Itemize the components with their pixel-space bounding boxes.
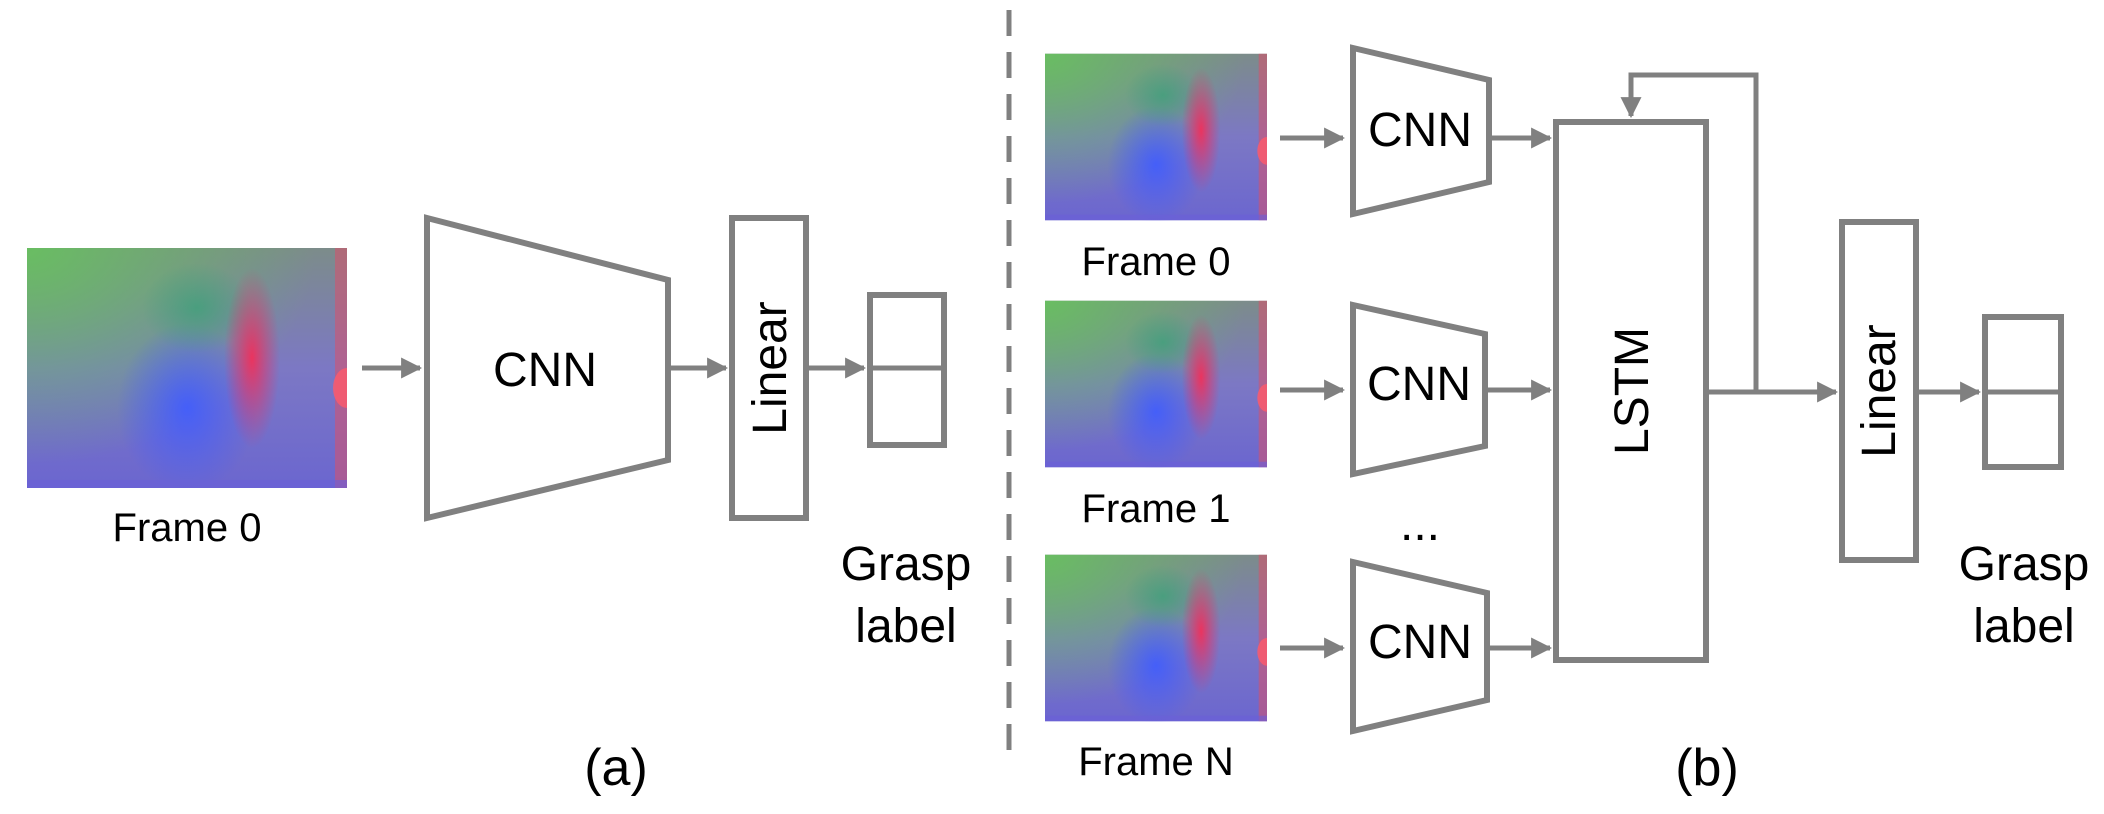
frame-label: Frame 1 <box>1082 487 1231 531</box>
panel-b: Frame 0 Frame 1 Frame N CNN CNN CNN ... … <box>1045 44 2090 797</box>
cnn-label: CNN <box>493 344 597 397</box>
linear-block <box>729 215 809 521</box>
tactile-image-frame-1 <box>1045 300 1267 468</box>
tactile-image-frame-n <box>1045 554 1267 722</box>
panel-b-caption: (b) <box>1675 739 1739 797</box>
lstm-label: LSTM <box>1606 327 1659 455</box>
linear-label: Linear <box>1853 324 1906 457</box>
cnn-block <box>1350 44 1492 218</box>
cnn-label: CNN <box>1368 104 1472 157</box>
output-label-line1: Grasp <box>1959 538 2090 591</box>
cnn-block <box>424 214 671 522</box>
output-label-line2: label <box>1973 600 2074 653</box>
panel-a: Frame 0 CNN Linear Grasp label (a) <box>27 214 972 797</box>
linear-block <box>1839 219 1919 563</box>
tactile-image-frame-0 <box>27 248 347 488</box>
linear-label: Linear <box>744 301 797 434</box>
frame-label: Frame 0 <box>1082 240 1231 284</box>
lstm-block <box>1553 119 1709 663</box>
cnn-label: CNN <box>1367 358 1471 411</box>
ellipsis: ... <box>1400 498 1440 551</box>
lstm-recurrent-loop <box>1620 72 1759 392</box>
output-label-line1: Grasp <box>841 538 972 591</box>
frame-label: Frame N <box>1078 740 1234 784</box>
cnn-label: CNN <box>1368 616 1472 669</box>
tactile-image-frame-0 <box>1045 53 1267 221</box>
panel-a-caption: (a) <box>584 739 648 797</box>
cnn-block <box>1350 558 1490 735</box>
cnn-block <box>1350 301 1488 478</box>
output-label-line2: label <box>855 600 956 653</box>
frame-label: Frame 0 <box>113 506 262 550</box>
